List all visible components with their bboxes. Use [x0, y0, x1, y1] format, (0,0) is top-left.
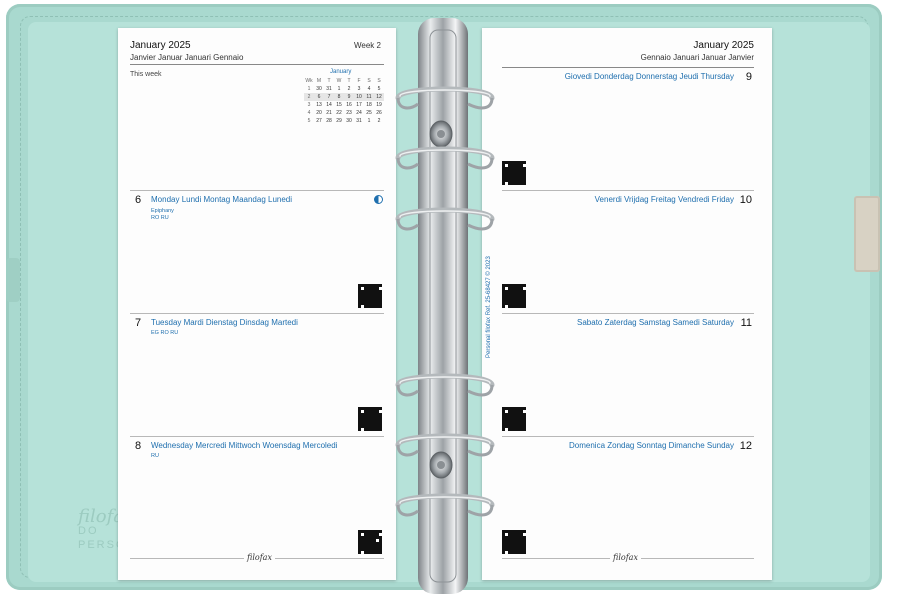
week-number: Week 2 — [354, 41, 381, 50]
day-number-wednesday: 8 — [135, 440, 142, 452]
emboss-line-1: DO — [78, 525, 99, 537]
qr-code-icon — [502, 530, 526, 554]
cover-slot — [6, 258, 20, 302]
qr-code-icon — [502, 161, 526, 185]
left-language-subtitle: Janvier Januar Januari Gennaio — [130, 53, 244, 62]
right-month-year: January 2025 — [693, 40, 754, 51]
left-diary-page: January 2025 Janvier Januar Januari Genn… — [118, 28, 396, 580]
day-name-wednesday: Wednesday Mercredi Mittwoch Woensdag Mer… — [151, 441, 338, 450]
day-note-tuesday: EG RO RU — [151, 330, 179, 336]
right-diary-page: January 2025 Gennaio Januari Januar Janv… — [482, 28, 772, 580]
pen-loop-strap[interactable] — [854, 196, 880, 272]
day-number-thursday: 9 — [745, 71, 752, 83]
left-month-year: January 2025 — [130, 40, 191, 51]
day-number-sunday: 12 — [739, 440, 752, 452]
mini-calendar-title: January — [330, 69, 352, 75]
day-number-monday: 6 — [135, 194, 142, 206]
day-name-thursday: Giovedi Donderdag Donnerstag Jeudi Thurs… — [564, 72, 734, 81]
day-rule — [502, 313, 754, 314]
qr-code-icon — [358, 407, 382, 431]
day-name-sunday: Domenica Zondag Sonntag Dimanche Sunday — [569, 441, 734, 450]
qr-code-icon — [502, 284, 526, 308]
day-rule — [502, 190, 754, 191]
qr-code-icon — [358, 530, 382, 554]
footer-logo: filofax — [244, 553, 275, 562]
footer-logo: filofax — [610, 553, 641, 562]
day-rule — [130, 436, 384, 437]
day-number-friday: 10 — [739, 194, 752, 206]
qr-code-icon — [358, 284, 382, 308]
day-name-monday: Monday Lundi Montag Maandag Lunedi — [151, 195, 293, 204]
day-note-wednesday: RU — [151, 453, 159, 459]
binder-spine — [418, 18, 468, 594]
day-name-tuesday: Tuesday Mardi Dienstag Dinsdag Martedi — [151, 318, 298, 327]
day-note-monday: Epiphany RO RU — [151, 208, 174, 221]
day-rule — [502, 436, 754, 437]
day-number-tuesday: 7 — [135, 317, 142, 329]
qr-code-icon — [502, 407, 526, 431]
day-name-friday: Venerdi Vrijdag Freitag Vendredi Friday — [594, 195, 734, 204]
day-name-saturday: Sabato Zaterdag Samstag Samedi Saturday — [577, 318, 734, 327]
this-week-label: This week — [130, 71, 162, 78]
day-rule — [130, 190, 384, 191]
day-number-saturday: 11 — [740, 317, 752, 329]
moon-phase-icon — [374, 195, 383, 204]
header-rule — [130, 64, 384, 65]
header-rule — [502, 67, 754, 68]
right-language-subtitle: Gennaio Januari Januar Janvier — [640, 53, 754, 62]
day-rule — [130, 313, 384, 314]
